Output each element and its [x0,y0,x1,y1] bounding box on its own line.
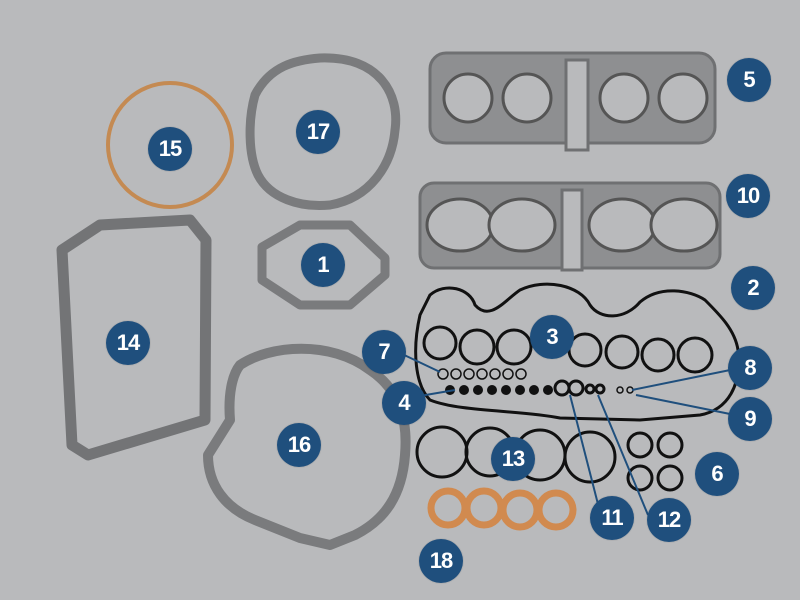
callout-10: 10 [726,174,770,218]
callout-8: 8 [728,346,772,390]
gasket-1-cover [257,220,390,310]
callout-9: 9 [728,397,772,441]
callout-13: 13 [491,437,535,481]
rings-11-12 [553,379,606,397]
callout-leader-lines [399,352,741,516]
o-rings-6 [626,431,684,492]
callout-12: 12 [647,498,691,542]
callout-15: 15 [148,127,192,171]
callout-17: 17 [296,110,340,154]
callout-4: 4 [382,381,426,425]
callout-14: 14 [106,321,150,365]
callout-16: 16 [277,423,321,467]
callout-1: 1 [301,243,345,287]
callout-2: 2 [731,266,775,310]
callout-6: 6 [695,452,739,496]
gasket-2-valve-cover-seal [414,282,741,422]
rings-8-9 [616,386,634,394]
copper-rings-18 [427,487,577,531]
callout-5: 5 [727,58,771,102]
callout-11: 11 [590,496,634,540]
gasket-17-generator-cover [245,53,401,211]
callout-18: 18 [419,539,463,583]
callout-3: 3 [530,315,574,359]
callout-7: 7 [362,330,406,374]
rings-7 [437,368,527,380]
gasket-15-cork-ring [106,81,234,209]
seals-4 [445,385,553,395]
gasket-14-oil-pan [56,214,212,461]
gasket-16-clutch-cover [203,343,411,550]
